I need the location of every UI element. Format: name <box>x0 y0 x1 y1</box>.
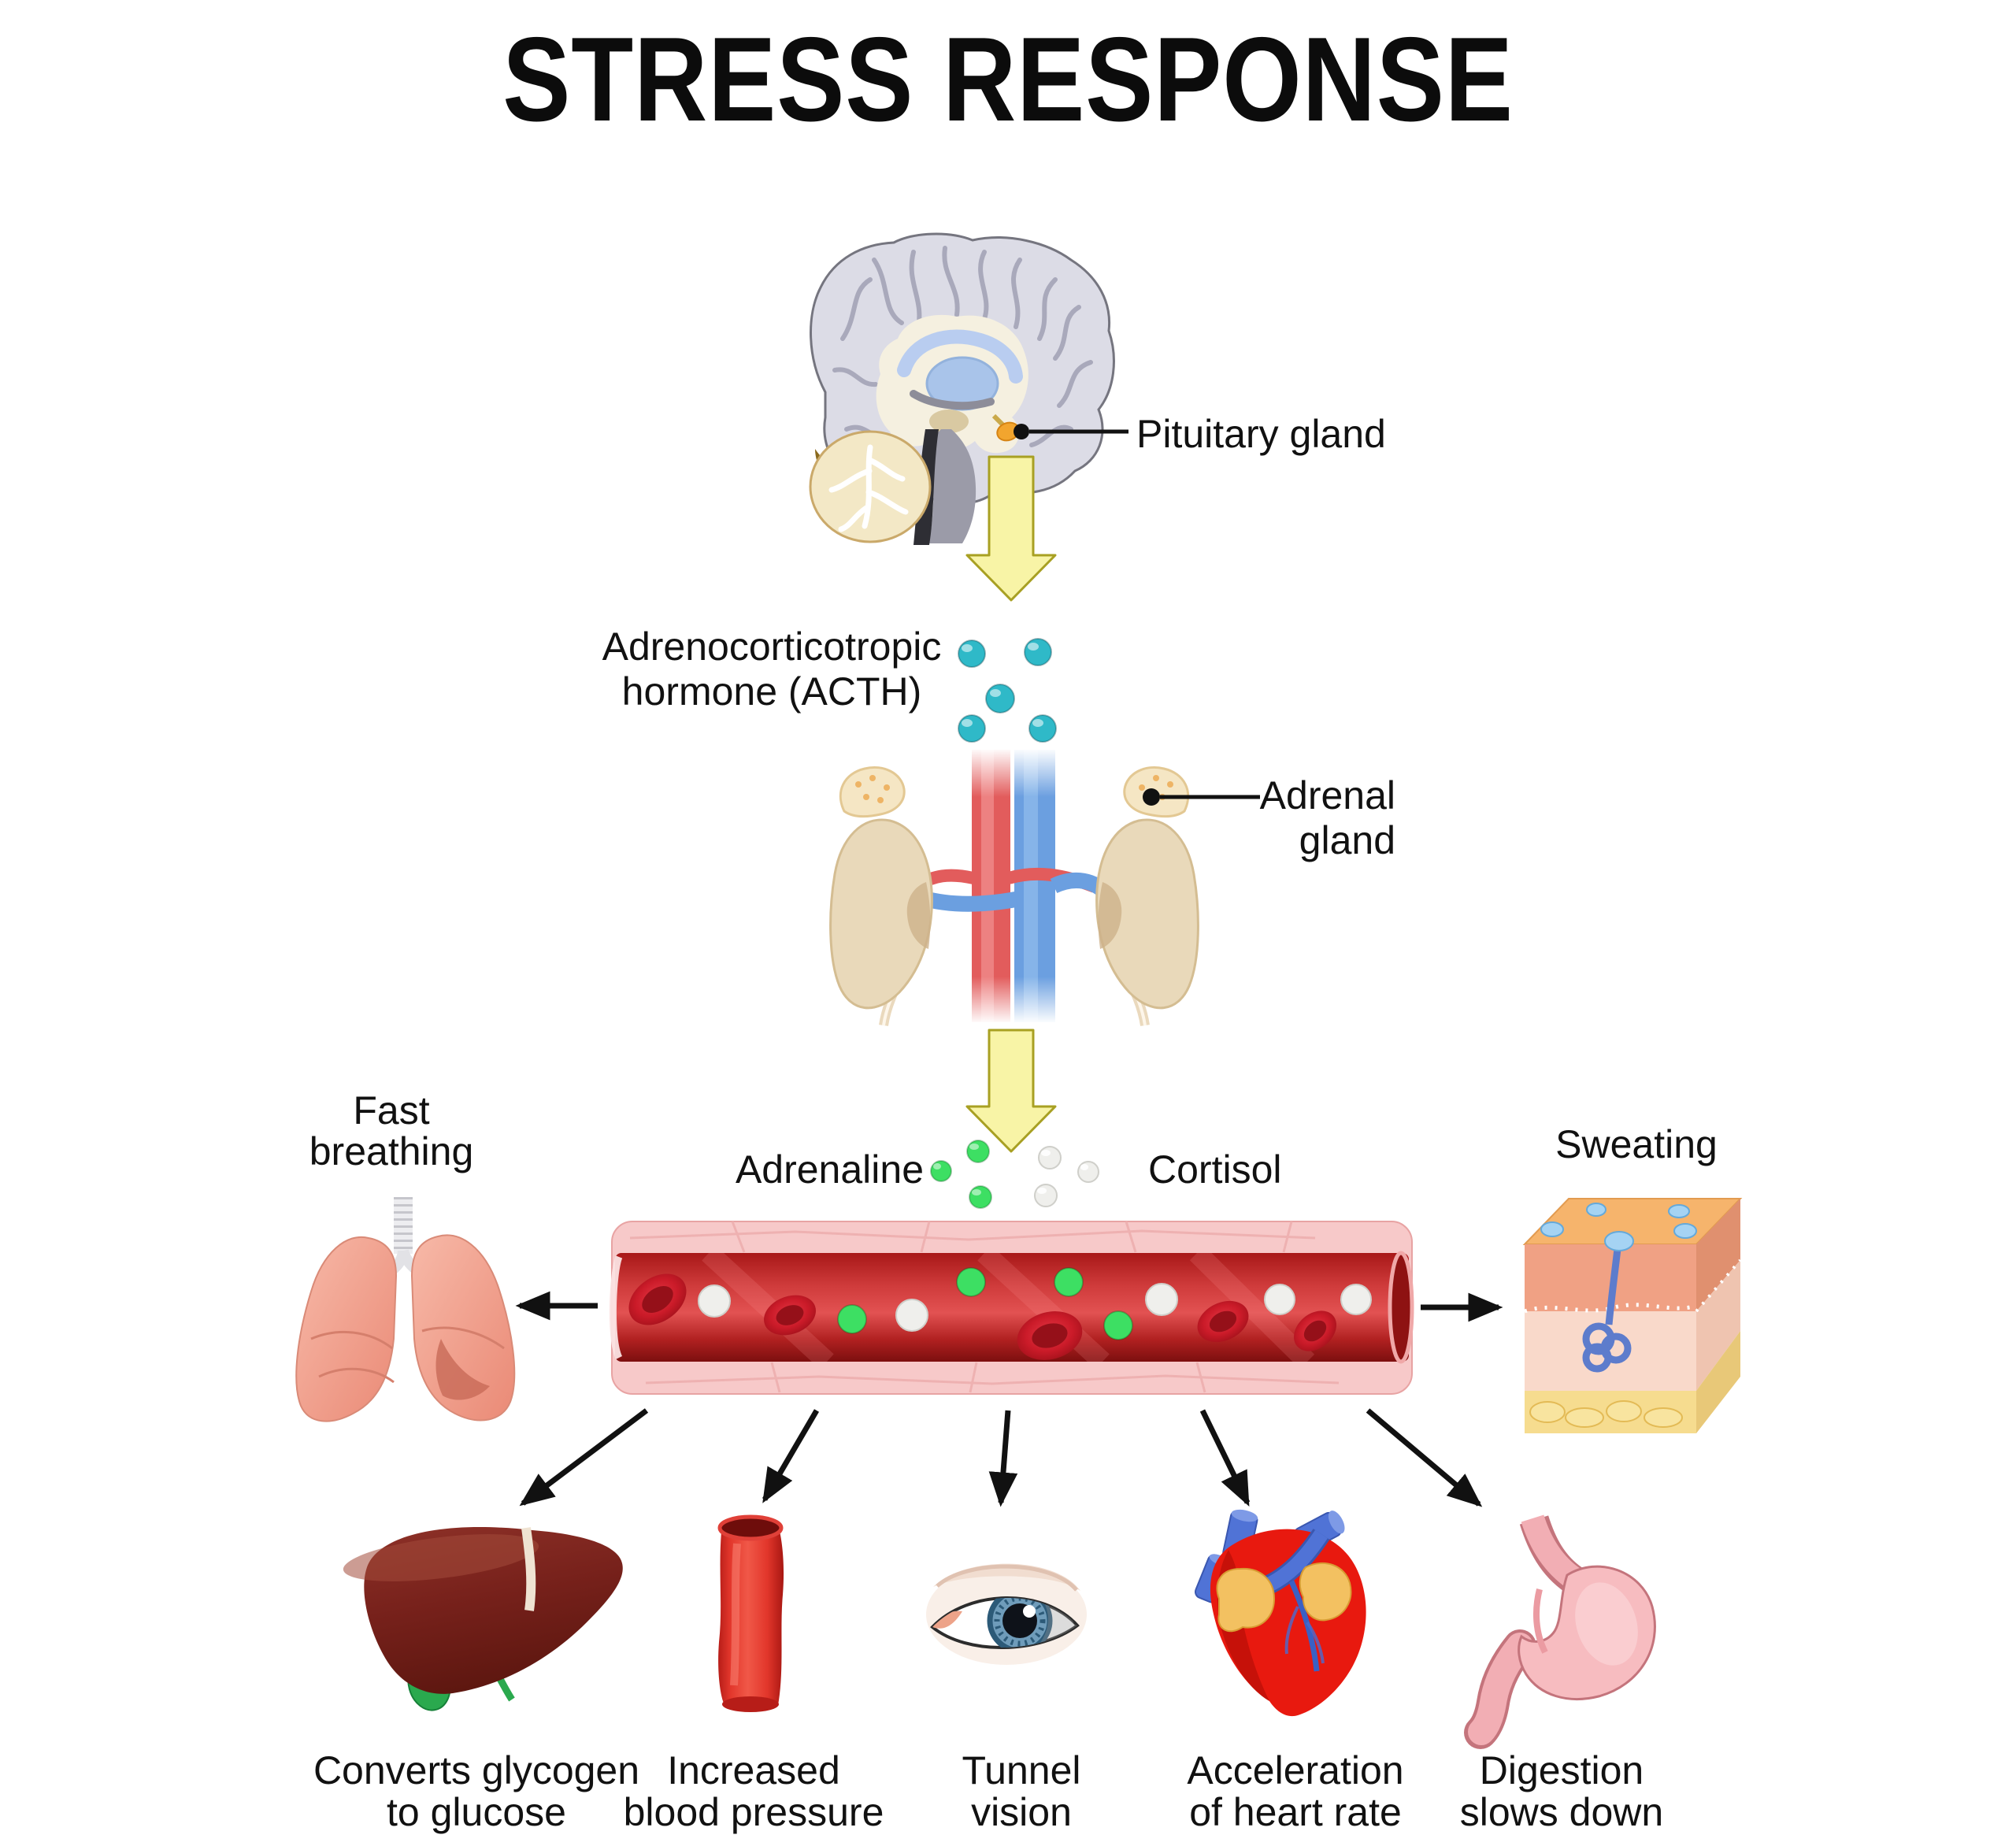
cortisol-molecules <box>1034 1146 1099 1207</box>
arrow-to-eye <box>988 1410 1018 1507</box>
sweating-label: Sweating <box>1555 1122 1718 1166</box>
cerebellum <box>809 430 932 543</box>
arrow-to-heart <box>1199 1409 1251 1507</box>
eye-illustration <box>926 1563 1087 1665</box>
flow-arrow-acth-icon <box>965 455 1057 602</box>
falciform-ligament <box>521 1527 536 1611</box>
hypothalamus <box>929 410 969 433</box>
bp-vessel-illustration <box>717 1514 784 1712</box>
arrow-to-liver <box>519 1408 649 1507</box>
heart-illustration <box>1194 1509 1366 1717</box>
sweat-gland <box>1582 1248 1632 1373</box>
liver-label: Converts glycogen to glucose <box>313 1748 640 1834</box>
pituitary-callout <box>1014 424 1128 439</box>
kidney-left <box>829 818 933 1010</box>
callout-dot <box>1014 424 1029 439</box>
arrow-to-stomach <box>1366 1408 1483 1507</box>
brainstem <box>929 429 976 543</box>
corpus-callosum <box>897 329 1023 384</box>
heart-rate-label: Acceleration of heart rate <box>1187 1748 1404 1834</box>
adrenal-label: Adrenal gland <box>1259 773 1395 862</box>
blood-pressure-label: Increased blood pressure <box>623 1748 884 1834</box>
circulating-cortisol <box>698 1283 1372 1332</box>
effect-arrows <box>515 1291 1503 1507</box>
brain-illustration <box>809 232 1115 545</box>
adrenaline-label: Adrenaline <box>735 1147 924 1192</box>
adrenal-gland-left <box>839 766 906 818</box>
kidneys-illustration <box>829 748 1199 1026</box>
liver-illustration <box>343 1527 623 1711</box>
digestion-label: Digestion slows down <box>1459 1748 1664 1834</box>
heart-fat-left <box>1216 1567 1276 1633</box>
acth-molecules <box>958 638 1057 743</box>
circulating-adrenaline <box>837 1267 1133 1340</box>
heart-fat-right <box>1299 1562 1352 1622</box>
cortisol-label: Cortisol <box>1148 1147 1282 1192</box>
lungs-illustration <box>295 1197 516 1422</box>
stomach-illustration <box>1464 1514 1656 1749</box>
page-title-text: STRESS RESPONSE <box>502 13 1514 146</box>
lung-left <box>295 1236 398 1422</box>
page-title: STRESS RESPONSE <box>0 11 2016 149</box>
adrenaline-molecules <box>930 1140 992 1209</box>
fast-breathing-label: Fast breathing <box>309 1088 474 1173</box>
blood-vessel-illustration <box>609 1221 1414 1395</box>
skin-illustration <box>1522 1198 1743 1433</box>
adrenal-callout <box>1143 788 1260 806</box>
acth-label: Adrenocorticotropic hormone (ACTH) <box>602 625 942 714</box>
sweat-droplets <box>1540 1203 1697 1251</box>
pituitary-label: Pituitary gland <box>1136 412 1386 456</box>
flow-arrow-hormones-icon <box>965 1029 1057 1153</box>
callout-dot <box>1143 788 1160 806</box>
arrow-to-blood-vessel <box>762 1409 820 1503</box>
kidney-right <box>1095 818 1199 1010</box>
red-blood-cells <box>628 1273 1336 1360</box>
tunnel-vision-label: Tunnel vision <box>962 1748 1081 1834</box>
